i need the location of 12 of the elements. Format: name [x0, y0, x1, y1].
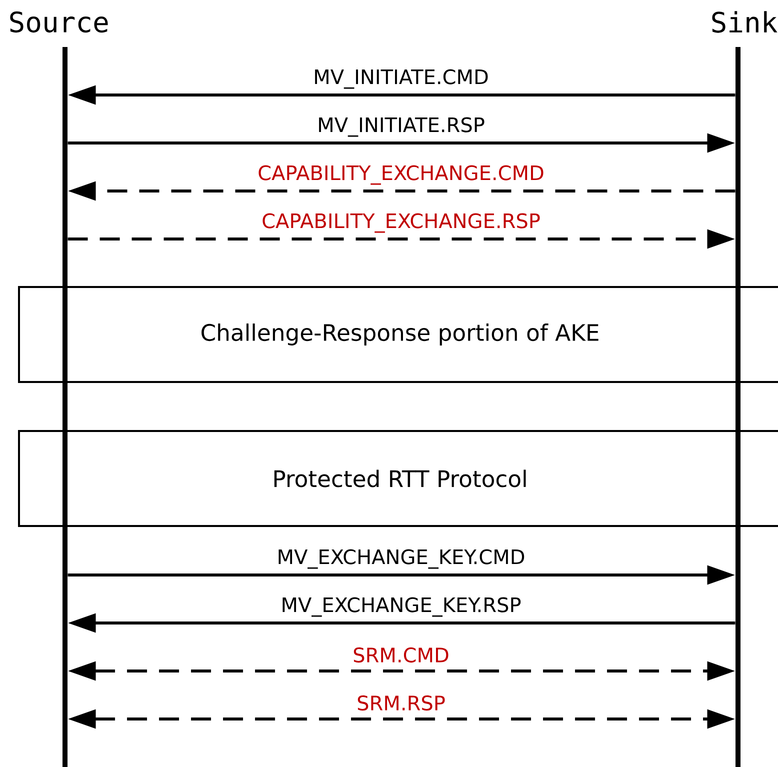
edge-label: MV_INITIATE.RSP — [316, 116, 486, 138]
process-box: Protected RTT Protocol — [18, 430, 778, 527]
edge-label: MV_EXCHANGE_KEY.RSP — [279, 596, 523, 618]
edge-label: MV_EXCHANGE_KEY.CMD — [275, 548, 527, 570]
process-box: Challenge-Response portion of AKE — [18, 286, 778, 383]
edge-label: CAPABILITY_EXCHANGE.CMD — [256, 164, 546, 186]
edge-label: SRM.RSP — [355, 694, 447, 712]
edge-label: SRM.CMD — [351, 646, 451, 664]
edge-label: MV_INITIATE.CMD — [312, 68, 490, 90]
node-label: Source — [10, 11, 108, 33]
node-label: Sink — [712, 11, 778, 33]
edge-label: CAPABILITY_EXCHANGE.RSP — [260, 212, 542, 234]
